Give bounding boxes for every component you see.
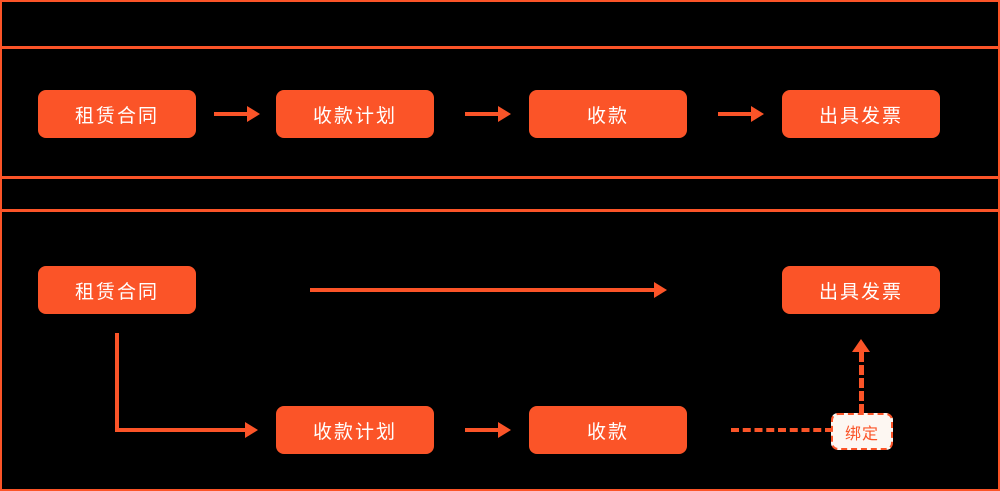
dashed-link-collection-to-bind <box>731 428 833 432</box>
node-collection-plan-top[interactable]: 收款计划 <box>276 90 434 138</box>
section-divider-top <box>2 46 998 49</box>
node-collection-bottom[interactable]: 收款 <box>529 406 687 454</box>
node-issue-invoice-bottom[interactable]: 出具发票 <box>782 266 940 314</box>
node-collection-top[interactable]: 收款 <box>529 90 687 138</box>
elbow-arrowhead <box>245 422 258 438</box>
section-divider-middle-upper <box>2 176 998 179</box>
node-lease-contract-top[interactable]: 租赁合同 <box>38 90 196 138</box>
bind-badge[interactable]: 绑定 <box>831 413 893 450</box>
node-issue-invoice-top[interactable]: 出具发票 <box>782 90 940 138</box>
section-divider-middle-lower <box>2 209 998 212</box>
node-collection-plan-bottom[interactable]: 收款计划 <box>276 406 434 454</box>
elbow-horizontal-segment <box>115 428 246 432</box>
node-lease-contract-bottom[interactable]: 租赁合同 <box>38 266 196 314</box>
dashed-arrowhead-up <box>852 339 870 352</box>
elbow-vertical-segment <box>115 333 119 432</box>
dashed-link-bind-to-invoice <box>859 352 864 414</box>
